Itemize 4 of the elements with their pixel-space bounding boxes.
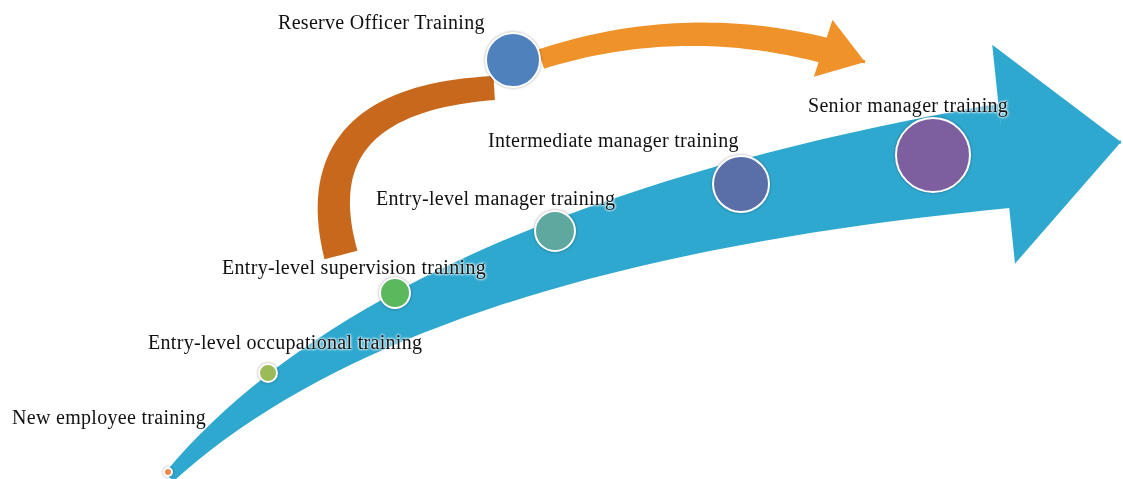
stage-label: Intermediate manager training — [488, 128, 739, 152]
stage-label: Reserve Officer Training — [278, 10, 485, 34]
stage-label: New employee training — [12, 405, 206, 429]
stage-label: Entry-level manager training — [376, 186, 616, 210]
